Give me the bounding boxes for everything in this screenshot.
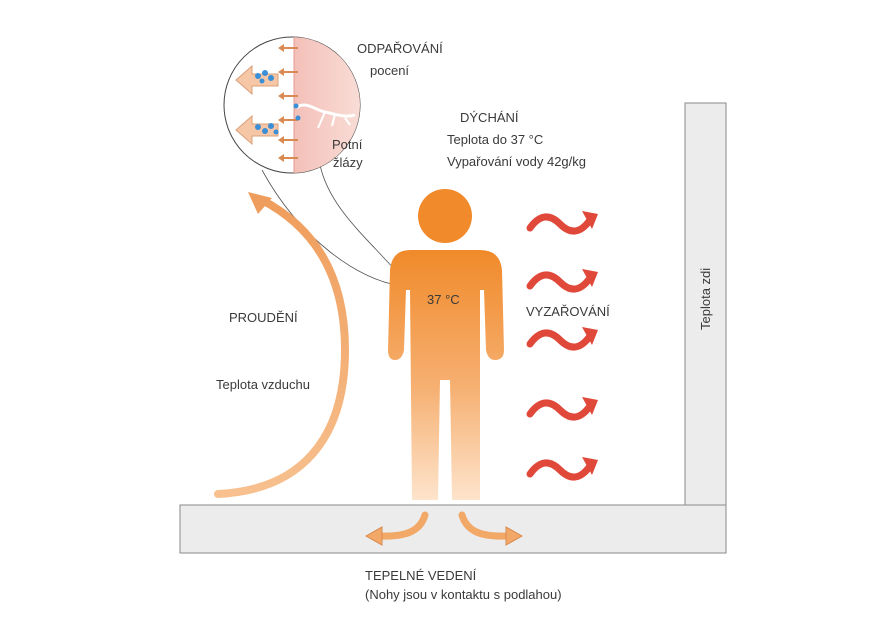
conduction-title: TEPELNÉ VEDENÍ (365, 568, 477, 583)
sweat-glands-label-1: Potní (332, 137, 363, 152)
radiation-wave-arrow-icon (530, 211, 598, 231)
magnifier-line-2 (319, 164, 403, 279)
conduction-arrow-right-icon (458, 511, 524, 546)
body-temperature-label: 37 °C (427, 292, 460, 307)
radiation-wave-arrow-icon (530, 269, 598, 289)
radiation-wave-arrow-icon (530, 457, 598, 477)
breathing-title: DÝCHÁNÍ (460, 110, 519, 125)
conduction-arrow-left-icon (364, 511, 429, 546)
convection-title: PROUDĚNÍ (229, 310, 298, 325)
wall-temperature-label: Teplota zdi (698, 267, 713, 330)
air-temperature-label: Teplota vzduchu (216, 377, 310, 392)
radiation-wave-arrow-icon (530, 397, 598, 417)
evaporation-title: ODPAŘOVÁNÍ (357, 41, 443, 56)
breathing-vapor: Vypařování vody 42g/kg (447, 154, 586, 169)
radiation-title: VYZAŘOVÁNÍ (526, 304, 610, 319)
person-figure-icon (388, 189, 504, 500)
conduction-subtitle: (Nohy jsou v kontaktu s podlahou) (365, 587, 562, 602)
floor (179, 504, 727, 554)
radiation-wave-arrow-icon (530, 327, 598, 347)
wall (684, 102, 727, 506)
evaporation-subtitle: pocení (370, 63, 410, 78)
sweat-glands-label-2: žlázy (333, 155, 363, 170)
convection-arrow-icon (214, 192, 350, 498)
magnifier-line-1 (261, 169, 399, 286)
breathing-temperature: Teplota do 37 °C (447, 132, 544, 147)
